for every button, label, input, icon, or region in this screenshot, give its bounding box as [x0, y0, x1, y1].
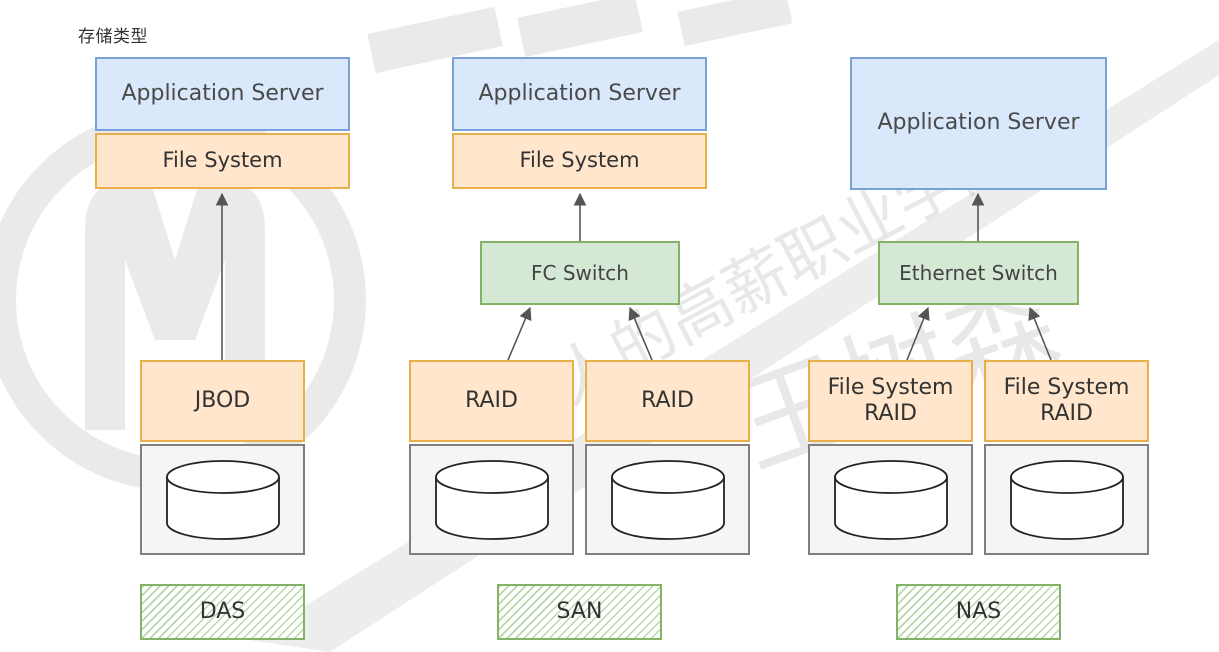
san-arrow-raid-left — [507, 306, 532, 361]
nas-arrow-left — [906, 306, 930, 361]
nas-storage-right: File System RAID — [984, 360, 1149, 442]
disk-icon — [610, 459, 725, 540]
san-raid-right: RAID — [585, 360, 750, 442]
san-raid-left-label: RAID — [465, 387, 518, 413]
das-application-server-label: Application Server — [121, 80, 324, 106]
page-title: 存储类型 — [78, 27, 148, 47]
nas-storage-right-line1: File System — [1003, 374, 1130, 400]
disk-icon — [833, 459, 948, 540]
san-file-system-label: File System — [519, 148, 640, 173]
san-arrow-raid-right — [628, 306, 653, 361]
nas-storage-left: File System RAID — [808, 360, 973, 442]
san-raid-left: RAID — [409, 360, 574, 442]
nas-label: NAS — [896, 584, 1061, 640]
das-label-text: DAS — [199, 598, 246, 624]
san-fc-switch: FC Switch — [480, 241, 680, 305]
das-application-server: Application Server — [95, 57, 350, 131]
nas-disk-tray-left — [808, 444, 973, 555]
nas-storage-left-line1: File System — [827, 374, 954, 400]
san-application-server-label: Application Server — [478, 80, 681, 106]
nas-arrow-right — [1028, 306, 1052, 361]
nas-label-text: NAS — [955, 598, 1002, 624]
nas-application-server: Application Server — [850, 57, 1107, 190]
nas-storage-left-line2: RAID — [864, 401, 917, 426]
disk-icon — [1009, 459, 1124, 540]
nas-storage-right-line2: RAID — [1040, 401, 1093, 426]
nas-ethernet-switch-label: Ethernet Switch — [899, 261, 1058, 285]
das-label: DAS — [140, 584, 305, 640]
das-jbod-label: JBOD — [194, 387, 251, 413]
nas-application-server-label: Application Server — [877, 110, 1080, 136]
das-file-system: File System — [95, 133, 350, 189]
nas-ethernet-switch: Ethernet Switch — [878, 241, 1079, 305]
san-raid-right-label: RAID — [641, 387, 694, 413]
san-fc-switch-label: FC Switch — [531, 261, 629, 285]
san-label-text: SAN — [556, 598, 603, 624]
san-disk-tray-left — [409, 444, 574, 555]
san-disk-tray-right — [585, 444, 750, 555]
disk-icon — [165, 459, 280, 540]
das-file-system-label: File System — [162, 148, 283, 173]
das-jbod: JBOD — [140, 360, 305, 442]
san-file-system: File System — [452, 133, 707, 189]
nas-disk-tray-right — [984, 444, 1149, 555]
san-application-server: Application Server — [452, 57, 707, 131]
san-label: SAN — [497, 584, 662, 640]
disk-icon — [434, 459, 549, 540]
das-disk-tray — [140, 444, 305, 555]
